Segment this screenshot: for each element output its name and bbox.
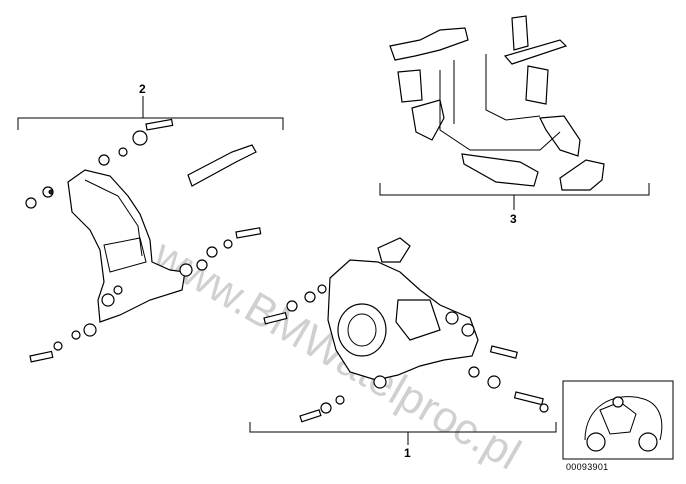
group-3-bracket [379,183,650,210]
vehicle-thumbnail [562,380,674,460]
image-code: 00093901 [566,462,609,472]
group-3-parts [389,15,605,191]
group-2-bracket [17,96,284,130]
callout-group-2: 2 [139,82,146,96]
group-1-parts [263,237,549,423]
callout-group-1: 1 [404,446,411,460]
group-2-parts [25,118,262,363]
group-1-bracket [249,422,557,445]
callout-group-3: 3 [510,212,517,226]
